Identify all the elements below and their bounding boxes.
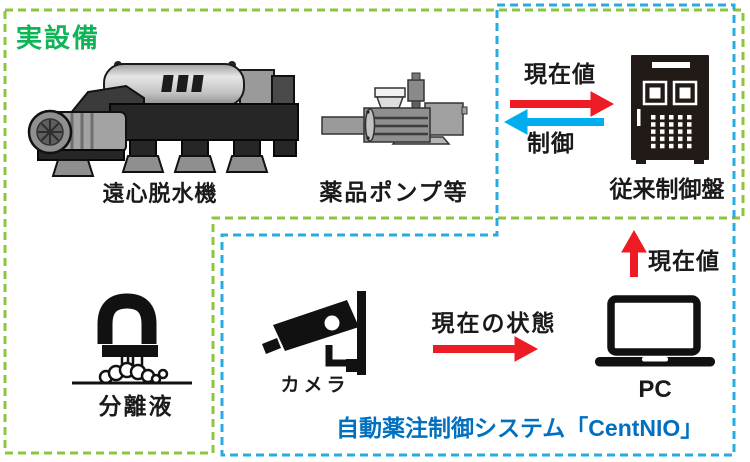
control-label: 制御 — [527, 130, 575, 156]
current-value-arrow-right — [510, 91, 615, 117]
control-panel-label: 従来制御盤 — [609, 176, 725, 202]
camera-label: カメラ — [280, 375, 350, 396]
real-equipment-zone-border — [3, 8, 745, 455]
real-equipment-zone-title: 実設備 — [16, 23, 101, 53]
current-state-arrow-right — [433, 336, 539, 362]
faucet-discharge-icon — [72, 293, 192, 390]
separated-liquid-label: 分離液 — [98, 393, 174, 419]
cctv-camera-icon — [262, 291, 366, 375]
current-value-arrow-up — [621, 229, 647, 277]
control-cabinet-icon — [631, 55, 709, 164]
centnio-zone-title: 自動薬注制御システム「CentNIO」 — [336, 415, 704, 441]
laptop-icon — [595, 295, 715, 367]
control-arrow-left — [503, 109, 604, 135]
pump-label: 薬品ポンプ等 — [319, 179, 469, 205]
current-state-label: 現在の状態 — [431, 310, 557, 336]
centnio-zone-border — [220, 3, 736, 457]
dehydrator-label: 遠心脱水機 — [102, 181, 218, 206]
centrifugal-dehydrator-illustration — [27, 61, 299, 177]
current-value-top-label: 現在値 — [524, 61, 596, 87]
pc-label: PC — [638, 376, 672, 403]
chemical-pump-illustration — [321, 72, 468, 145]
current-value-right-label: 現在値 — [648, 248, 720, 274]
